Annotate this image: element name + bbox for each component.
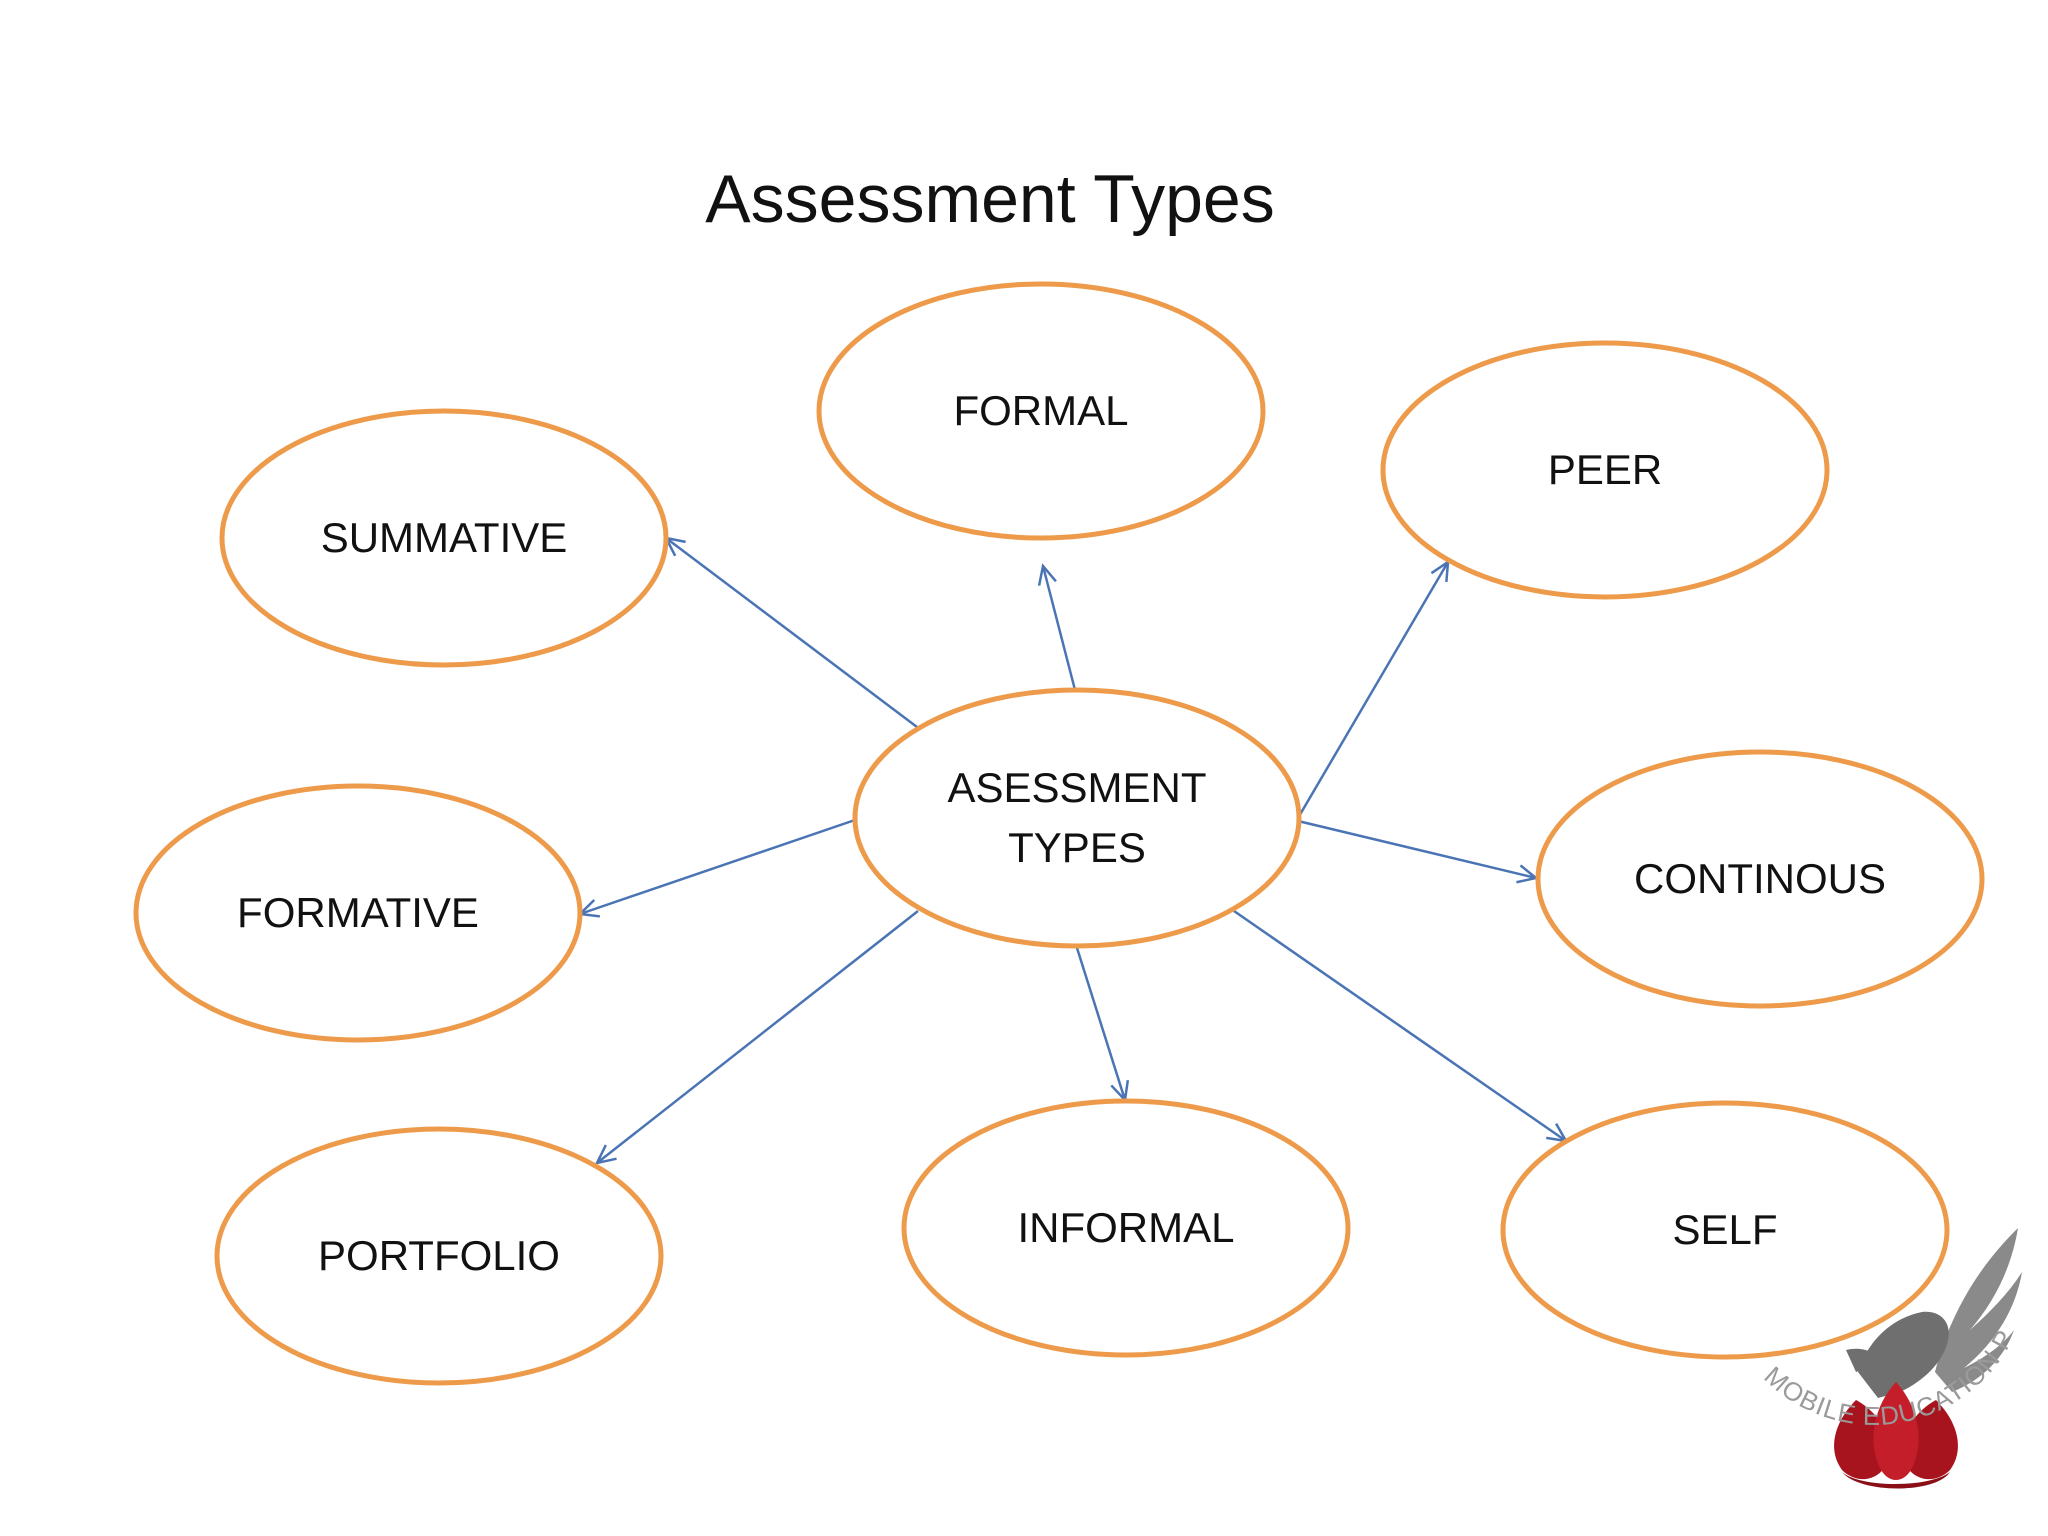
node-continous: CONTINOUS <box>1535 749 1985 1009</box>
node-ellipse-formal <box>816 281 1266 541</box>
node-center: ASESSMENT TYPES <box>852 687 1302 949</box>
arrow-line-portfolio <box>596 910 919 1164</box>
eagle-wing-icon <box>1846 1228 2022 1398</box>
arrow-head-peer <box>1430 559 1450 583</box>
arrow-line-peer <box>1296 561 1450 819</box>
node-ellipse-self <box>1500 1100 1950 1360</box>
arrow-line-summative <box>665 537 918 728</box>
arrow-head-portfolio <box>594 1144 617 1165</box>
node-ellipse-center <box>852 687 1302 949</box>
arrow-peer <box>1296 559 1450 819</box>
node-ellipse-summative <box>219 408 669 668</box>
arrow-line-informal <box>1075 947 1127 1101</box>
node-ellipse-informal <box>901 1098 1351 1358</box>
arrow-continous <box>1297 819 1539 884</box>
node-ellipse-peer <box>1380 340 1830 600</box>
node-formal: FORMAL <box>816 281 1266 541</box>
arrow-head-formal <box>1037 563 1057 586</box>
arrow-line-formative <box>579 818 856 916</box>
node-informal: INFORMAL <box>901 1098 1351 1358</box>
arrow-line-continous <box>1297 819 1537 880</box>
arrow-portfolio <box>594 910 919 1165</box>
edges-layer <box>577 536 1569 1165</box>
arrow-formative <box>577 818 856 918</box>
node-label-center-2: TYPES <box>1008 824 1146 871</box>
node-label-peer: PEER <box>1548 446 1662 493</box>
arrow-line-self <box>1233 909 1567 1143</box>
node-peer: PEER <box>1380 340 1830 600</box>
node-formative: FORMATIVE <box>133 783 583 1043</box>
arrow-summative <box>663 536 918 728</box>
arrow-formal <box>1037 563 1077 691</box>
node-summative: SUMMATIVE <box>219 408 669 668</box>
nodes-layer: ASESSMENT TYPES FORMAL PEER SUMMATIVE FORMATI… <box>133 281 1985 1386</box>
lotus-flower-icon <box>1834 1382 1958 1489</box>
node-label-informal: INFORMAL <box>1017 1204 1234 1251</box>
arrow-self <box>1233 909 1569 1143</box>
node-label-summative: SUMMATIVE <box>321 514 568 561</box>
node-ellipse-formative <box>133 783 583 1043</box>
slide-title: Assessment Types <box>705 161 1274 237</box>
arrow-line-formal <box>1041 565 1077 691</box>
node-portfolio: PORTFOLIO <box>214 1126 664 1386</box>
node-ellipse-portfolio <box>214 1126 664 1386</box>
node-label-self: SELF <box>1672 1206 1777 1253</box>
arrow-informal <box>1075 947 1130 1103</box>
node-label-portfolio: PORTFOLIO <box>318 1232 560 1279</box>
node-self: SELF <box>1500 1100 1950 1360</box>
node-label-formal: FORMAL <box>953 387 1128 434</box>
node-label-continous: CONTINOUS <box>1634 855 1886 902</box>
node-label-center-1: ASESSMENT <box>947 764 1206 811</box>
node-ellipse-continous <box>1535 749 1985 1009</box>
node-label-formative: FORMATIVE <box>237 889 479 936</box>
